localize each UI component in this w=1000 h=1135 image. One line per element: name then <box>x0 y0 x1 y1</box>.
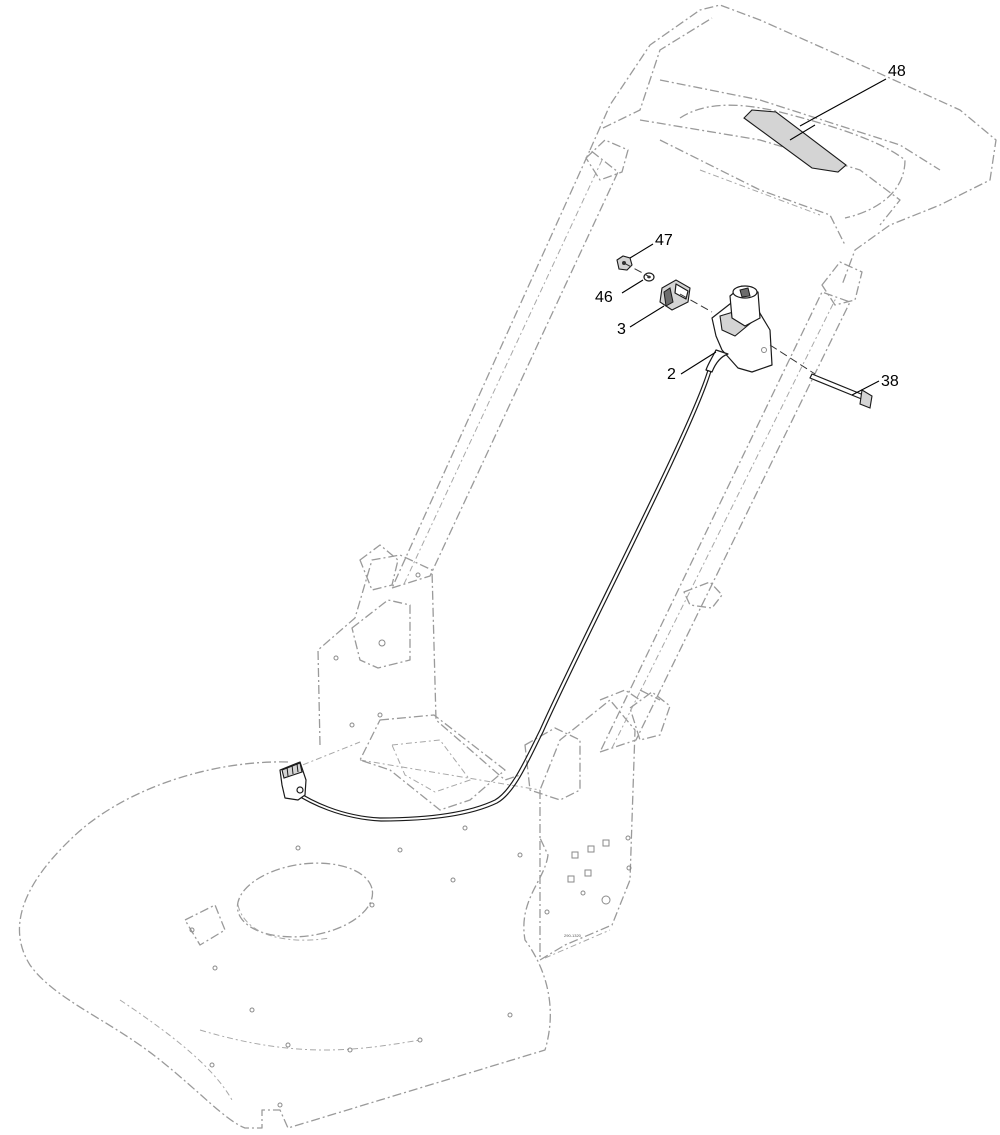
mower-deck-outline <box>18 741 551 1129</box>
cable-connector <box>279 761 307 801</box>
callout-2-label: 2 <box>667 366 676 383</box>
part-3-clip <box>659 279 691 311</box>
callout-46: 46 <box>595 279 644 306</box>
callout-47: 47 <box>629 232 673 259</box>
callout-38-label: 38 <box>881 373 899 390</box>
callout-48: 48 <box>799 63 906 127</box>
throttle-cable <box>293 369 712 822</box>
callout-3-label: 3 <box>617 321 626 338</box>
part-2-control-lever <box>705 285 773 373</box>
callout-47-label: 47 <box>655 232 673 249</box>
assembly-axis <box>623 262 816 375</box>
callout-46-label: 46 <box>595 289 613 306</box>
handle-outline <box>359 4 997 801</box>
part-48-decal <box>743 109 847 173</box>
callout-38: 38 <box>851 373 899 396</box>
callout-3: 3 <box>617 305 665 338</box>
callout-2: 2 <box>667 351 717 383</box>
part-38-bolt <box>809 373 873 409</box>
callout-48-label: 48 <box>888 63 906 80</box>
rear-frame-outline: 290-1320 <box>317 554 636 961</box>
drawing-code: 290-1320 <box>564 933 582 938</box>
